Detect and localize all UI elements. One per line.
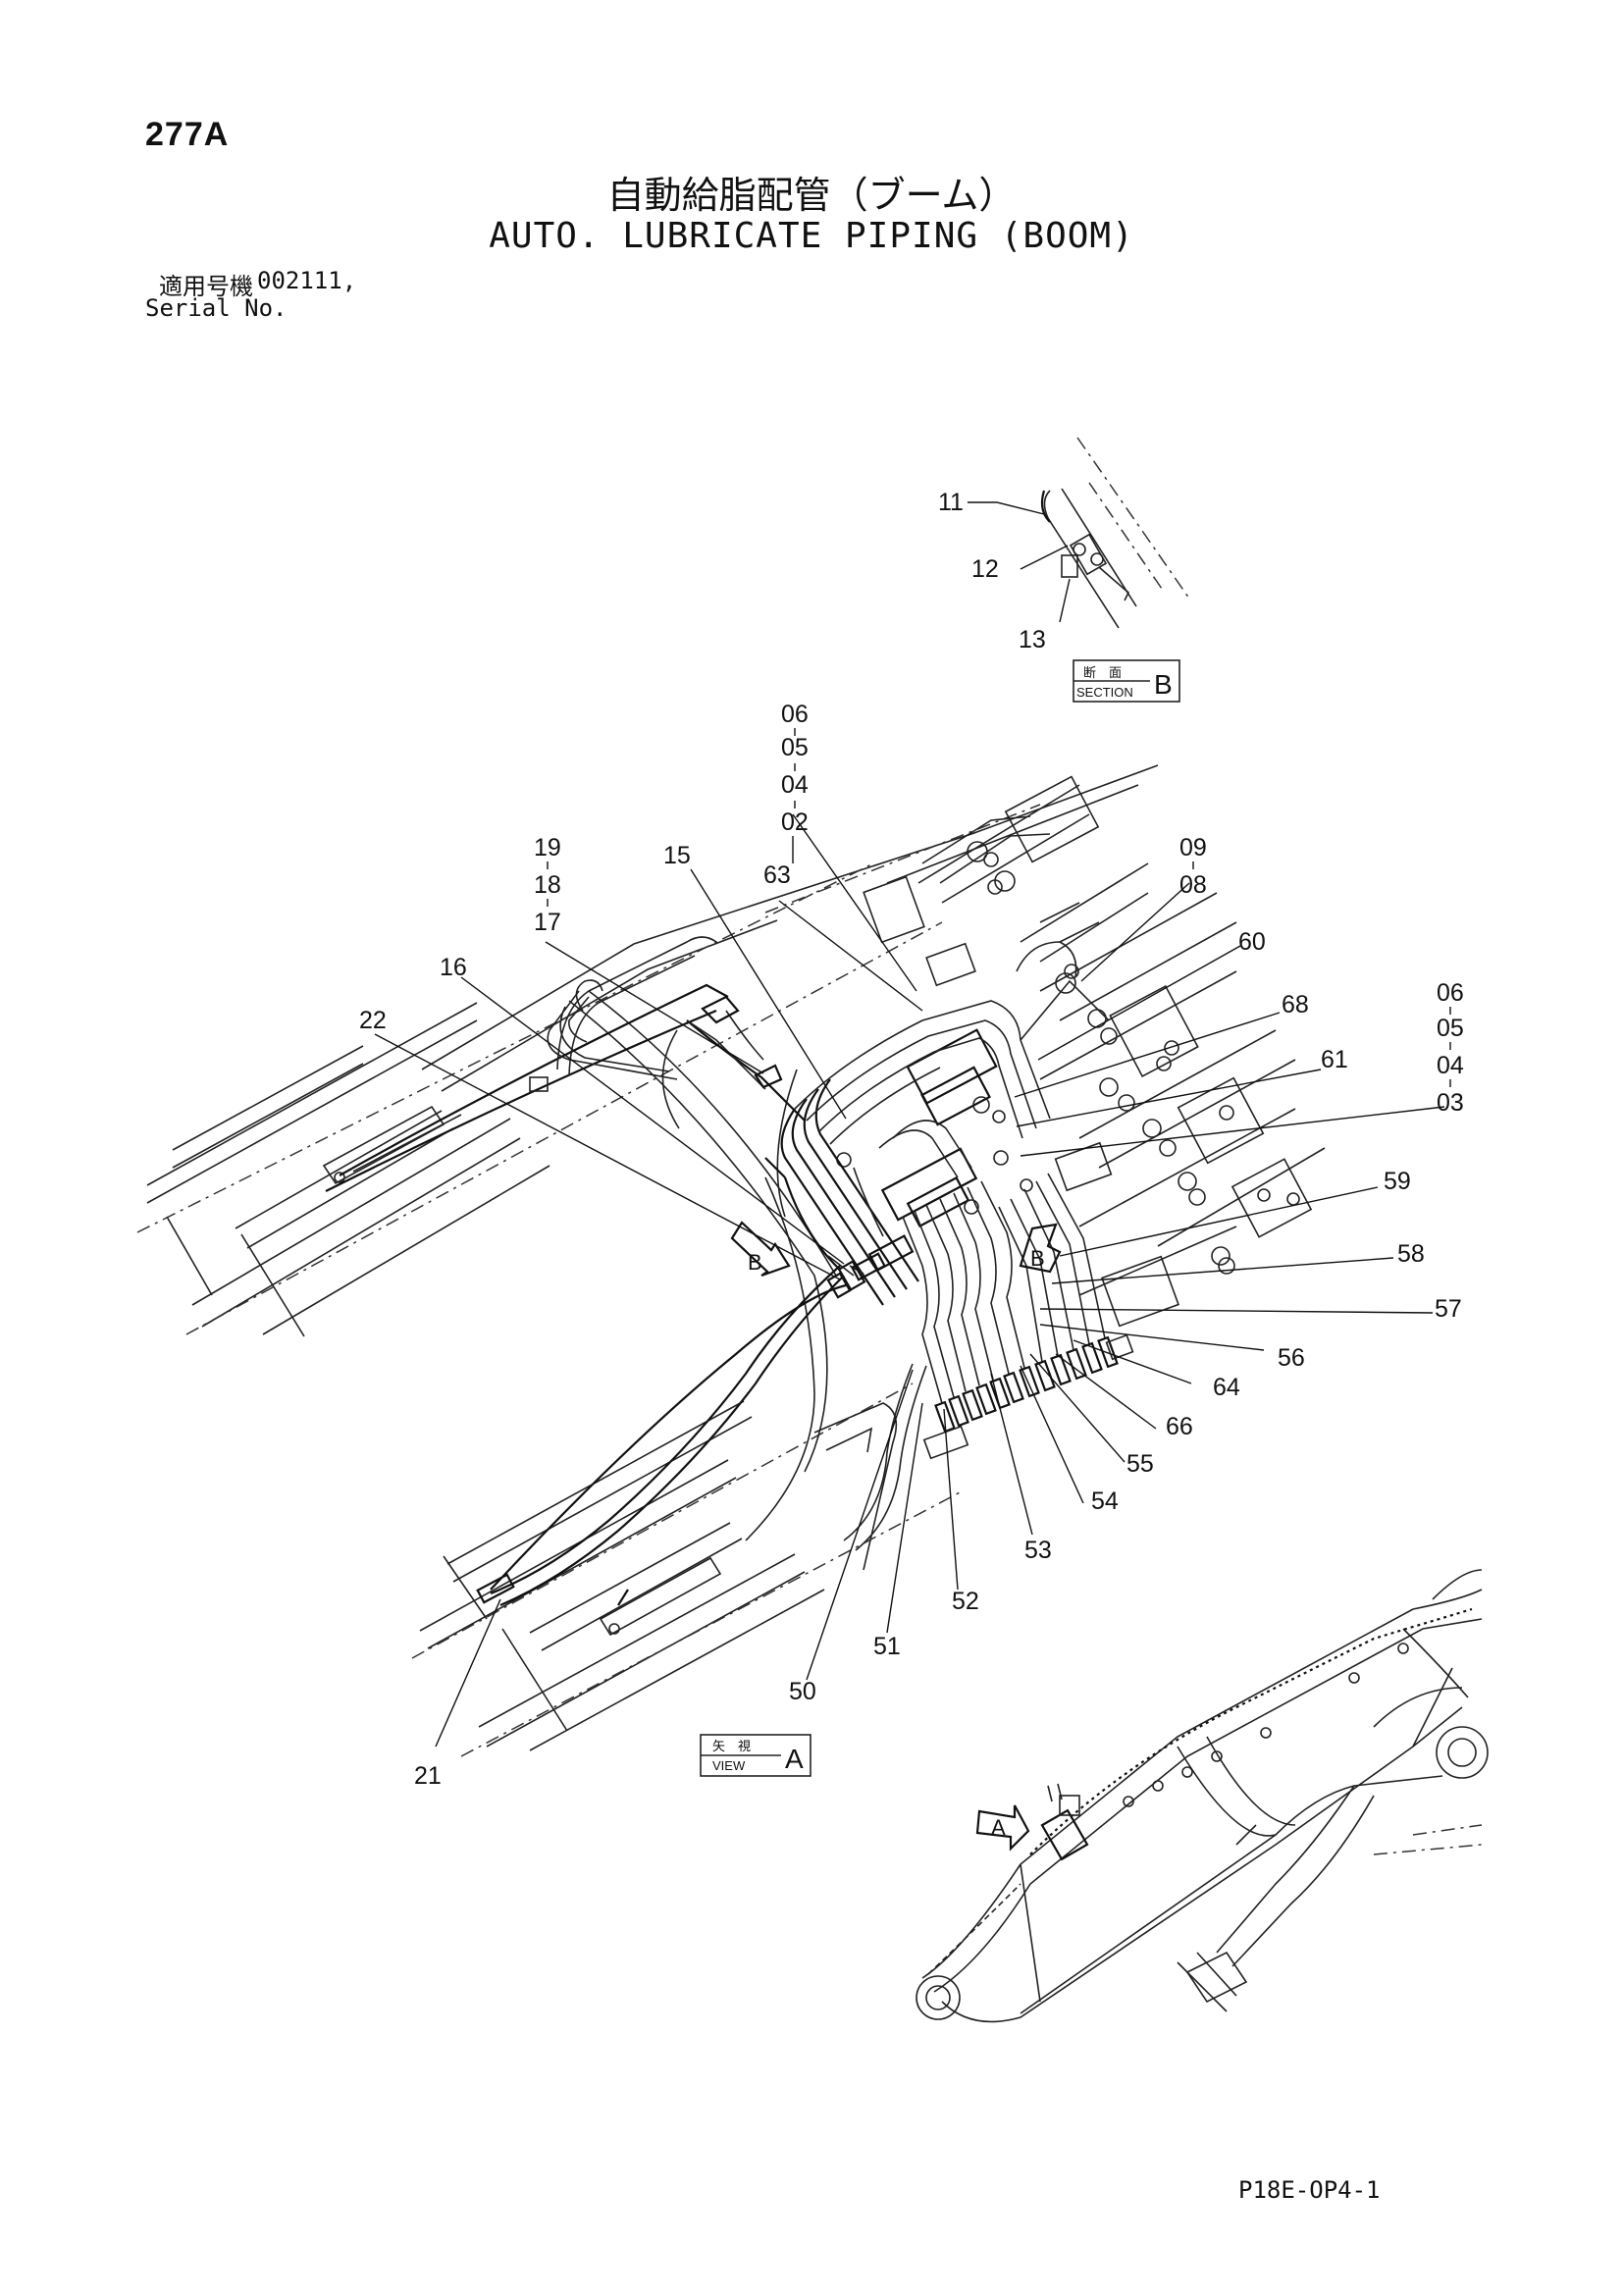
- callout-06-top: 06: [781, 701, 809, 728]
- callout-52: 52: [952, 1588, 979, 1615]
- callout-64: 64: [1213, 1374, 1240, 1401]
- callout-56: 56: [1278, 1344, 1305, 1372]
- view-box-letter: A: [785, 1744, 804, 1774]
- callout-17: 17: [534, 909, 561, 936]
- title-english: AUTO. LUBRICATE PIPING (BOOM): [489, 216, 1134, 256]
- title-japanese: 自動給脂配管（ブーム）: [606, 174, 1017, 217]
- callout-57: 57: [1435, 1295, 1462, 1323]
- section-box-en: SECTION: [1076, 685, 1133, 700]
- view-box-en: VIEW: [712, 1758, 746, 1773]
- callout-60: 60: [1238, 928, 1266, 956]
- callout-18: 18: [534, 871, 561, 899]
- fitting-row: [922, 1333, 1134, 1460]
- view-arrow-a-boom: A: [975, 1804, 1030, 1852]
- callout-54: 54: [1091, 1487, 1119, 1515]
- callout-04-right: 04: [1437, 1052, 1464, 1079]
- footer-code: P18E-OP4-1: [1238, 2176, 1381, 2204]
- callout-59: 59: [1384, 1168, 1411, 1195]
- callout-16: 16: [440, 954, 467, 981]
- grease-hoses: [325, 983, 845, 1607]
- section-b-detail: [1040, 437, 1190, 629]
- arrow-b-left-letter: B: [748, 1250, 762, 1275]
- distributor-assembly: [780, 1000, 1134, 1551]
- section-b-leaders: [968, 501, 1071, 623]
- serial-label-english: Serial No.: [145, 294, 288, 322]
- callout-09: 09: [1179, 834, 1207, 861]
- callout-03: 03: [1437, 1089, 1464, 1117]
- callout-66: 66: [1166, 1413, 1193, 1440]
- callout-53: 53: [1024, 1537, 1052, 1564]
- page-number: 277A: [145, 116, 230, 153]
- callout-15: 15: [663, 842, 691, 869]
- callout-61: 61: [1321, 1046, 1348, 1073]
- upper-left-hoses: [529, 936, 866, 1299]
- serial-label-japanese: 適用号機: [159, 273, 253, 300]
- callout-13: 13: [1019, 626, 1046, 653]
- callout-55: 55: [1126, 1450, 1154, 1478]
- callout-58: 58: [1397, 1240, 1425, 1268]
- callout-11: 11: [938, 489, 964, 516]
- callout-04-top: 04: [781, 771, 809, 799]
- arrow-b-center-letter: B: [1030, 1246, 1045, 1271]
- callout-63: 63: [763, 861, 791, 889]
- right-fittings: [967, 841, 1300, 1275]
- long-hose-to-21: [476, 1252, 887, 1604]
- section-box-jp: 断 面: [1083, 666, 1122, 681]
- callout-21: 21: [414, 1762, 442, 1790]
- view-box-jp: 矢 視: [712, 1740, 751, 1754]
- callout-06-right: 06: [1437, 979, 1464, 1007]
- section-box-letter: B: [1154, 669, 1173, 700]
- callout-12: 12: [971, 555, 999, 583]
- callout-05-right: 05: [1437, 1015, 1464, 1042]
- stack-ticks: [547, 728, 1451, 1087]
- serial-value: 002111,: [257, 267, 357, 294]
- callout-51: 51: [873, 1633, 901, 1660]
- callout-leaders: [374, 813, 1445, 1748]
- callout-05-top: 05: [781, 734, 809, 761]
- boom-overview: [916, 1569, 1489, 2023]
- view-a-label-box: 矢 視 VIEW A: [700, 1734, 812, 1777]
- callout-08: 08: [1179, 871, 1207, 899]
- callout-02: 02: [781, 809, 809, 836]
- arrow-a-boom-letter: A: [991, 1815, 1006, 1840]
- callout-50: 50: [789, 1678, 816, 1705]
- section-b-label-box: 断 面 SECTION B: [1073, 659, 1180, 703]
- callout-19: 19: [534, 834, 561, 861]
- boom-frame-outline: [136, 764, 1326, 1757]
- callout-68: 68: [1282, 991, 1309, 1018]
- view-arrow-b-center: B: [1019, 1223, 1062, 1274]
- callout-22: 22: [359, 1007, 387, 1034]
- view-arrow-b-left: B: [730, 1221, 791, 1278]
- callout-labels: 11 12 13 06 05 04 02 19 18 17 15 63 16 2…: [359, 489, 1464, 1790]
